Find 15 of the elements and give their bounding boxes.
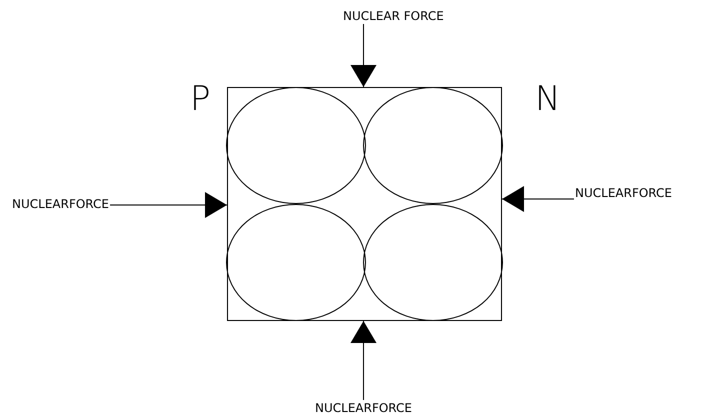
- nucleon-circle: [363, 204, 503, 321]
- force-label: NUCLEAR FORCE: [343, 9, 444, 23]
- nucleus-outline: [227, 87, 502, 321]
- force-label: NUCLEARFORCE: [315, 401, 412, 415]
- force-arrow: [350, 320, 376, 400]
- particle-label: P: [190, 82, 211, 116]
- nucleon-circle: [226, 204, 366, 321]
- force-label: NUCLEARFORCE: [12, 197, 110, 211]
- force-arrow: [502, 186, 574, 212]
- particle-label: N: [535, 82, 560, 116]
- force-arrow: [350, 24, 376, 88]
- nucleon-circle: [226, 87, 366, 204]
- force-arrow: [110, 192, 228, 218]
- nucleon-circle: [363, 87, 503, 204]
- force-label: NUCLEARFORCE: [575, 186, 672, 200]
